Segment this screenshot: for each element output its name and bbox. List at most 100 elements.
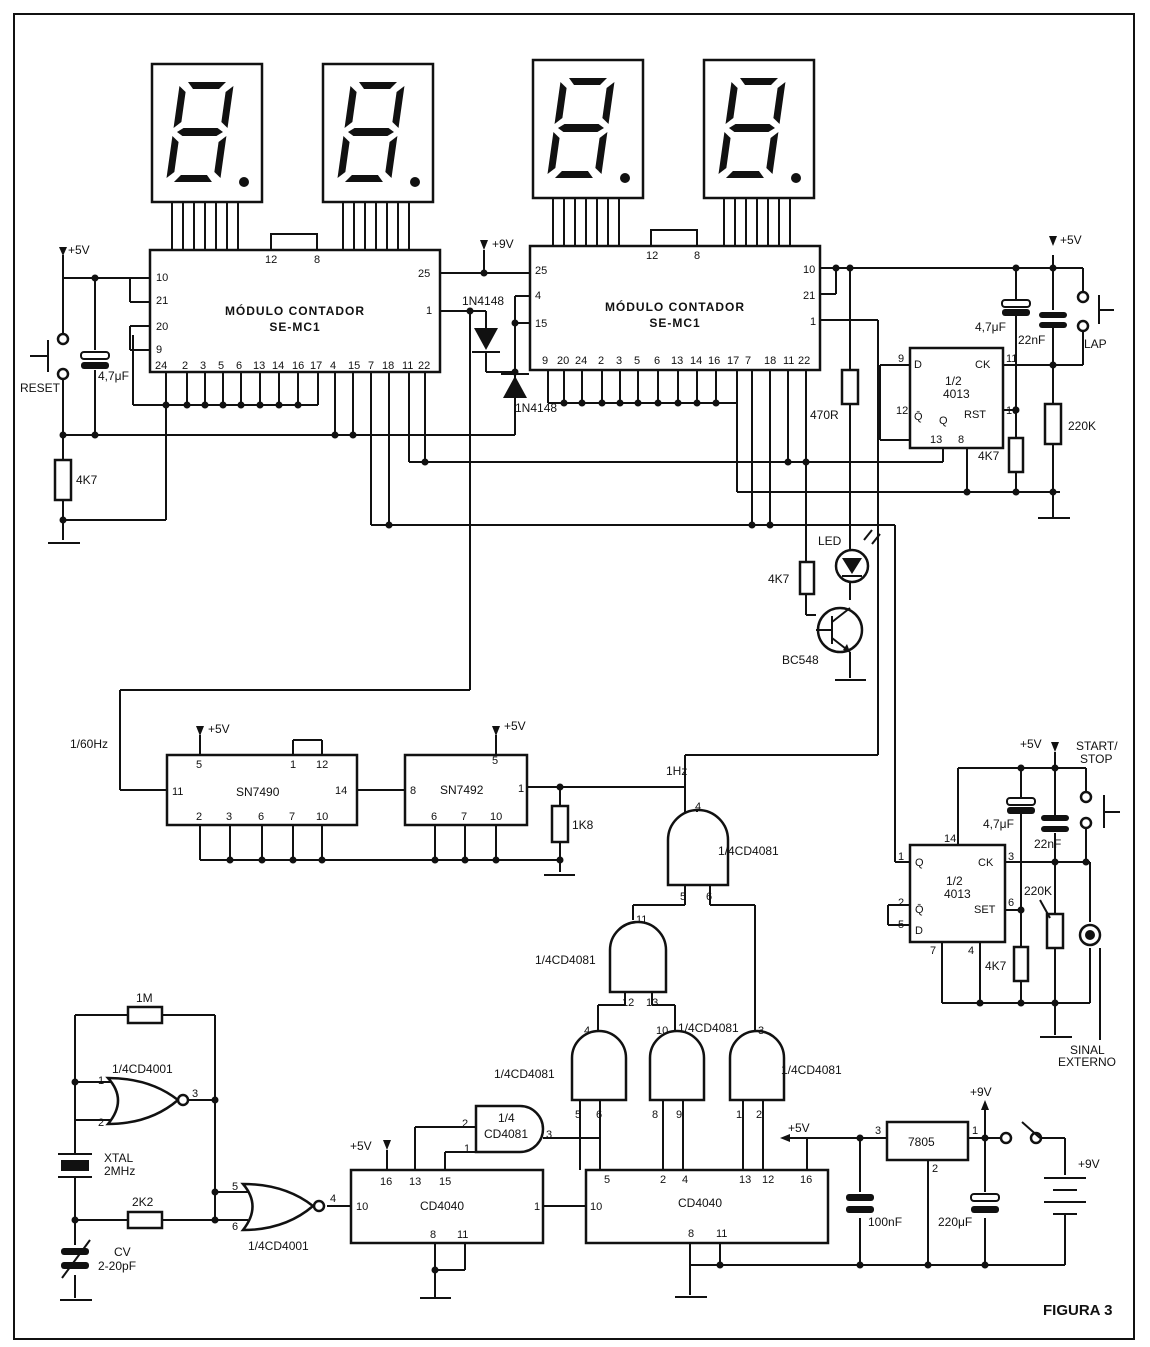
svg-text:6: 6 bbox=[258, 811, 264, 823]
start-stop-switch: START/ STOP bbox=[1076, 739, 1120, 830]
battery-9v: +9V bbox=[1044, 1157, 1100, 1215]
gate-wiring bbox=[579, 885, 764, 1170]
display-digit-3 bbox=[531, 58, 645, 246]
svg-text:14: 14 bbox=[272, 360, 284, 372]
and-center-label: 1/4CD4081 bbox=[678, 1021, 739, 1035]
svg-text:6: 6 bbox=[1008, 897, 1014, 909]
svg-text:3: 3 bbox=[758, 1025, 764, 1037]
counter-module-2: MÓDULO CONTADOR SE-MC1 12 8 25 4 15 10 2… bbox=[528, 229, 822, 372]
ff2-title-1: 1/2 bbox=[946, 874, 963, 888]
svg-text:4: 4 bbox=[682, 1174, 688, 1186]
svg-text:Q̄: Q̄ bbox=[914, 410, 923, 423]
freq-1-60hz: 1/60Hz bbox=[70, 737, 108, 751]
diode-1-label: 1N4148 bbox=[462, 294, 504, 308]
svg-text:Q̄: Q̄ bbox=[915, 903, 924, 916]
svg-text:6: 6 bbox=[706, 891, 712, 903]
svg-text:24: 24 bbox=[155, 360, 167, 372]
nor-gate-1: 1/4CD4001 1 2 3 bbox=[98, 1062, 198, 1129]
svg-text:1: 1 bbox=[518, 783, 524, 795]
and-left-label: 1/4CD4081 bbox=[494, 1067, 555, 1081]
svg-text:14: 14 bbox=[335, 785, 347, 797]
m1-pin-21: 21 bbox=[156, 295, 168, 307]
trimmer-cv: CV 2-20pF bbox=[60, 1239, 136, 1301]
r-2k2-label: 2K2 bbox=[132, 1195, 154, 1209]
cap-100nf: 100nF bbox=[846, 1194, 902, 1229]
lap-switch: LAP bbox=[1076, 290, 1114, 351]
supply-5v-reg-label: +5V bbox=[788, 1121, 810, 1135]
power-dots bbox=[716, 1134, 989, 1269]
module-2-title: MÓDULO CONTADOR bbox=[605, 299, 745, 314]
svg-text:3: 3 bbox=[200, 360, 206, 372]
m2-pin-1: 1 bbox=[810, 316, 816, 328]
supply-5v-reset: +5V bbox=[68, 243, 90, 257]
ic-sn7492: SN7492 5 8 1 6 7 10 bbox=[403, 753, 529, 827]
svg-text:2: 2 bbox=[462, 1118, 468, 1130]
svg-text:11: 11 bbox=[636, 914, 647, 926]
supply-9v-module: +9V bbox=[492, 237, 514, 251]
r-470-label: 470R bbox=[810, 408, 839, 422]
svg-text:10: 10 bbox=[356, 1201, 368, 1213]
power-wiring bbox=[689, 1110, 1066, 1295]
svg-text:4: 4 bbox=[695, 801, 701, 813]
svg-text:8: 8 bbox=[410, 785, 416, 797]
xtal-label-2: 2MHz bbox=[104, 1164, 135, 1178]
svg-text:5: 5 bbox=[898, 919, 904, 931]
diode-1: 1N4148 bbox=[462, 294, 504, 353]
flipflop-2: 1/2 4013 14 1 Q CK 3 2 Q̄ SET 6 5 D 7 4 bbox=[898, 833, 1014, 957]
m1-pin-1: 1 bbox=[426, 305, 432, 317]
r-4k7-reset-label: 4K7 bbox=[76, 473, 98, 487]
svg-text:12: 12 bbox=[896, 405, 908, 417]
svg-text:12: 12 bbox=[622, 997, 634, 1009]
cap-lap-22n-label: 22nF bbox=[1018, 333, 1045, 347]
sn7490-label: SN7490 bbox=[236, 785, 280, 799]
nor-1-label: 1/4CD4001 bbox=[112, 1062, 173, 1076]
supply-5v-reg: +5V bbox=[780, 1121, 810, 1142]
nor-2-label: 1/4CD4001 bbox=[248, 1239, 309, 1253]
svg-text:5: 5 bbox=[604, 1174, 610, 1186]
cap-ss-22n-label: 22nF bbox=[1034, 837, 1061, 851]
r-1k8-label: 1K8 bbox=[572, 818, 594, 832]
r-4k7-ss-label: 4K7 bbox=[985, 959, 1007, 973]
module-1-subtitle: SE-MC1 bbox=[269, 320, 320, 334]
svg-text:10: 10 bbox=[316, 811, 328, 823]
svg-text:3: 3 bbox=[226, 811, 232, 823]
svg-text:Q: Q bbox=[939, 415, 948, 427]
led: LED bbox=[818, 529, 881, 584]
svg-text:13: 13 bbox=[646, 997, 658, 1009]
display-digit-1 bbox=[150, 62, 264, 250]
and-mid-label: 1/4CD4081 bbox=[535, 953, 596, 967]
svg-text:7: 7 bbox=[289, 811, 295, 823]
svg-text:5: 5 bbox=[218, 360, 224, 372]
svg-text:3: 3 bbox=[875, 1125, 881, 1137]
svg-text:13: 13 bbox=[253, 360, 265, 372]
svg-text:16: 16 bbox=[708, 355, 720, 367]
resistor-1m: 1M bbox=[126, 991, 164, 1025]
cap-lap-4u7: 4,7μF bbox=[975, 299, 1031, 334]
svg-text:16: 16 bbox=[380, 1176, 392, 1188]
supply-5v-startstop: +5V bbox=[1020, 737, 1042, 751]
svg-text:14: 14 bbox=[690, 355, 702, 367]
r-4k7-base-label: 4K7 bbox=[768, 572, 790, 586]
cv-label-1: CV bbox=[114, 1245, 131, 1259]
svg-text:SET: SET bbox=[974, 904, 996, 916]
svg-text:2: 2 bbox=[98, 1117, 104, 1129]
svg-text:9: 9 bbox=[676, 1109, 682, 1121]
svg-text:D: D bbox=[914, 359, 922, 371]
svg-text:6: 6 bbox=[431, 811, 437, 823]
svg-text:9: 9 bbox=[542, 355, 548, 367]
svg-text:16: 16 bbox=[292, 360, 304, 372]
divider-dots bbox=[226, 783, 564, 864]
figure-frame bbox=[13, 13, 1135, 1340]
and-gate-center: 1/4CD4081 10 9 8 bbox=[648, 1021, 739, 1121]
svg-text:6: 6 bbox=[654, 355, 660, 367]
resistor-4k7-base: 4K7 bbox=[768, 560, 816, 596]
ic-cd4040-a: CD4040 16 13 15 10 1 8 11 bbox=[349, 1168, 545, 1299]
svg-text:1: 1 bbox=[464, 1143, 470, 1155]
svg-text:1: 1 bbox=[736, 1109, 742, 1121]
svg-text:22: 22 bbox=[798, 355, 810, 367]
svg-text:15: 15 bbox=[348, 360, 360, 372]
start-stop-label-1: START/ bbox=[1076, 739, 1118, 753]
svg-text:5: 5 bbox=[634, 355, 640, 367]
svg-text:7: 7 bbox=[368, 360, 374, 372]
svg-text:2: 2 bbox=[932, 1163, 938, 1175]
